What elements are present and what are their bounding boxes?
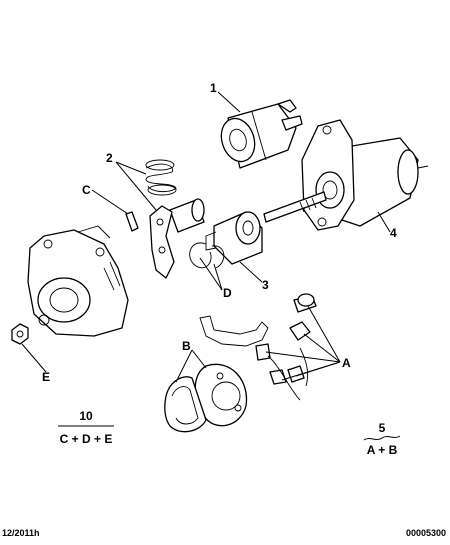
kit-10-legend: 10 C + D + E: [58, 409, 114, 446]
solenoid-part[interactable]: [216, 99, 303, 169]
kit-10-formula: C + D + E: [60, 432, 113, 446]
footer-date: 12/2011h: [2, 528, 40, 538]
leader-lines: [21, 91, 391, 383]
brush-kit-part[interactable]: [199, 293, 317, 401]
kit-10-number: 10: [79, 409, 93, 423]
callout-a: A: [342, 356, 351, 370]
footer-reference: 00005300: [405, 528, 446, 538]
callout-4: 4: [390, 226, 397, 240]
callout-d: D: [223, 286, 232, 300]
nut-part[interactable]: [11, 323, 29, 345]
callout-3: 3: [262, 278, 269, 292]
kit-5-number: 5: [379, 421, 386, 435]
drive-pinion-part[interactable]: [205, 211, 263, 265]
kit-5-legend: 5 A + B: [363, 421, 401, 457]
callout-b: B: [182, 339, 191, 353]
pivot-pin-part[interactable]: [125, 211, 139, 232]
callout-2: 2: [106, 151, 113, 165]
brush-plate-part[interactable]: [164, 363, 248, 433]
callout-c: C: [82, 183, 91, 197]
kit-5-formula: A + B: [367, 443, 398, 457]
motor-housing-part[interactable]: [263, 119, 429, 231]
nose-housing-part[interactable]: [27, 225, 129, 337]
callout-1: 1: [210, 81, 217, 95]
circlip-part[interactable]: [189, 242, 225, 269]
callout-e: E: [42, 370, 50, 384]
spring-and-fork-part[interactable]: [145, 159, 205, 279]
